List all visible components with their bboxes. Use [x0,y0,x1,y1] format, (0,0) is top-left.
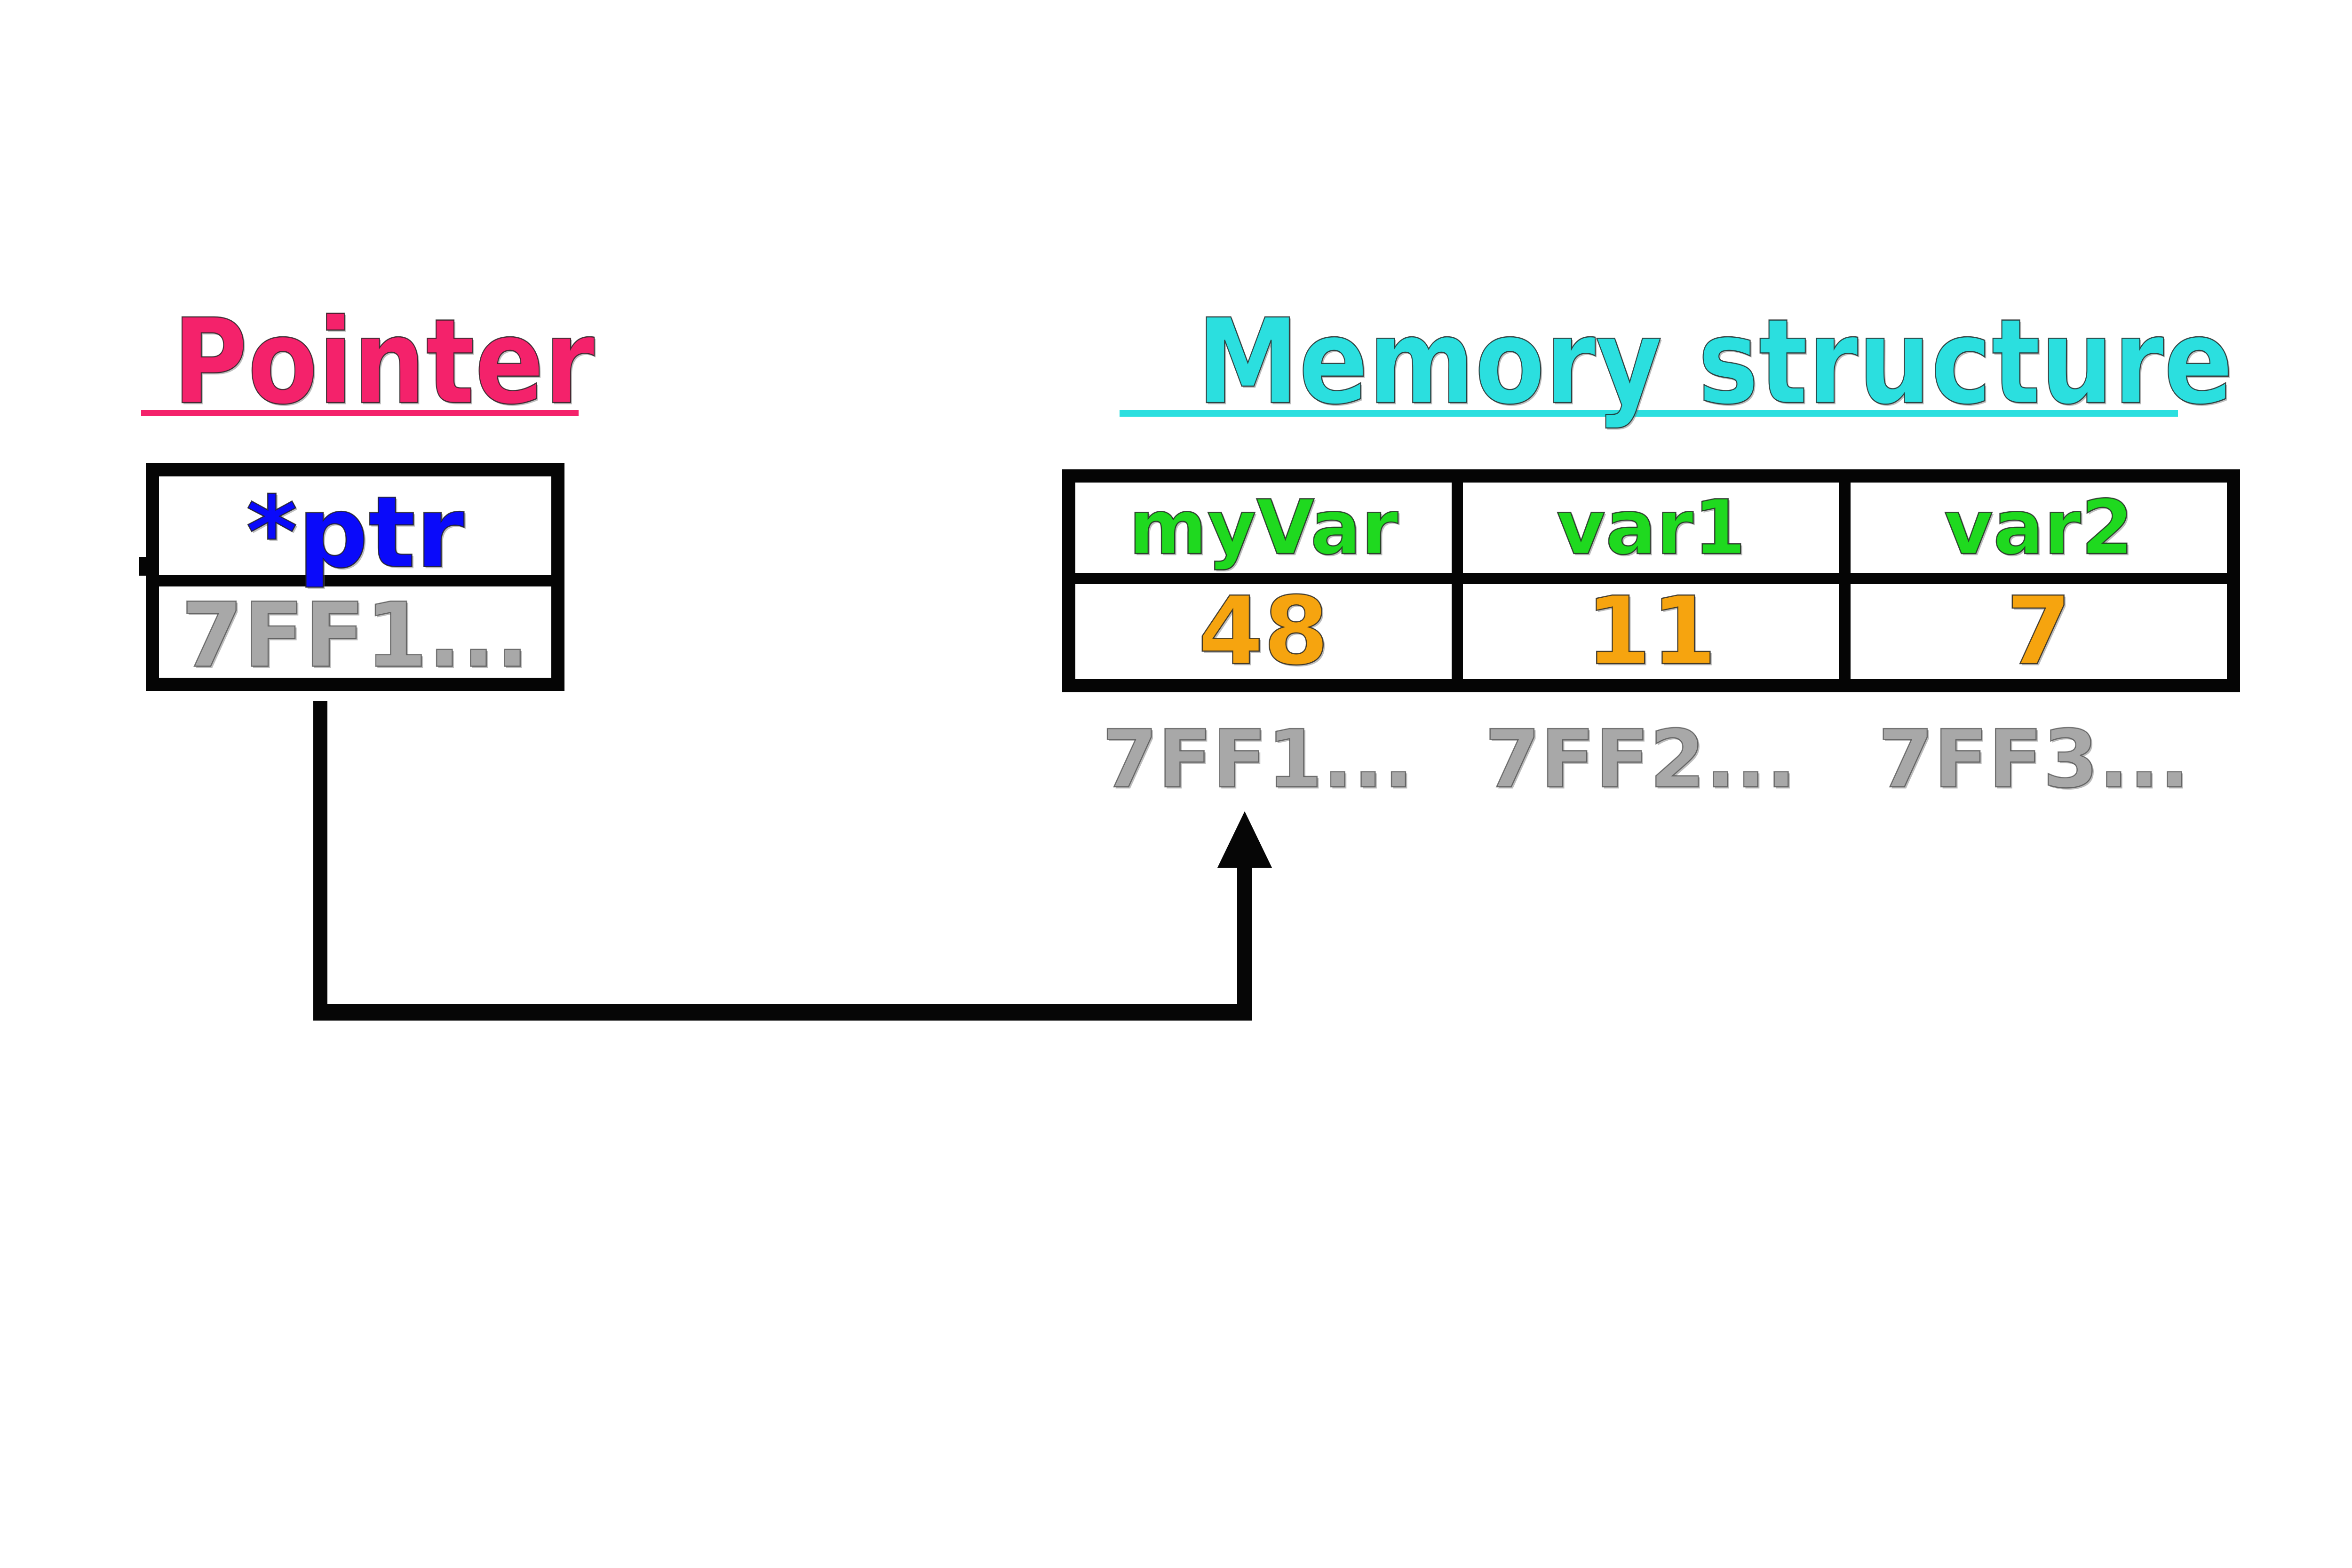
pointer-variable-box: *ptr 7FF1... [146,463,564,691]
pointer-name-cell: *ptr [159,476,551,583]
memory-structure-table: myVar var1 var2 48 11 7 [1062,469,2240,692]
address-label-myvar: 7FF1... [1062,719,1454,800]
myvar-name-text: myVar [1128,483,1398,572]
memory-table-header-row: myVar var1 var2 [1075,482,2227,573]
var2-name-text: var2 [1944,483,2134,572]
pointer-arrow-segment-up [1237,865,1252,1021]
pointer-arrow-segment-down [313,701,327,1020]
box-divider-notch [139,556,151,576]
address-var1-text: 7FF2... [1484,713,1797,807]
memory-structure-section-title: Memory structure [1120,302,2233,421]
memory-cell-var2-name: var2 [1839,482,2227,573]
address-myvar-text: 7FF1... [1101,713,1414,807]
memory-cell-var2-value: 7 [1839,584,2227,679]
memory-cell-var1-value: 11 [1452,584,1839,679]
myvar-value-text: 48 [1198,577,1330,687]
address-label-var2: 7FF3... [1828,719,2240,800]
pointer-value-cell: 7FF1... [159,575,551,688]
pointer-stored-address-text: 7FF1... [180,583,530,688]
address-label-var1: 7FF2... [1454,719,1828,800]
pointer-arrowhead-icon [1217,811,1272,868]
pointer-title-text: Pointer [172,293,595,430]
var1-name-text: var1 [1556,483,1747,572]
pointer-section-title: Pointer [141,302,595,421]
address-var2-text: 7FF3... [1877,713,2190,807]
memory-cell-myvar-name: myVar [1075,483,1452,573]
memory-table-value-row: 48 11 7 [1075,573,2227,679]
pointer-arrow-segment-across [313,1004,1252,1021]
pointer-name-text: *ptr [246,475,465,590]
memory-cell-var1-name: var1 [1452,482,1839,573]
var2-value-text: 7 [2005,577,2072,687]
var1-value-text: 11 [1585,577,1717,687]
memory-cell-myvar-value: 48 [1075,584,1452,679]
memory-structure-title-text: Memory structure [1196,293,2233,430]
